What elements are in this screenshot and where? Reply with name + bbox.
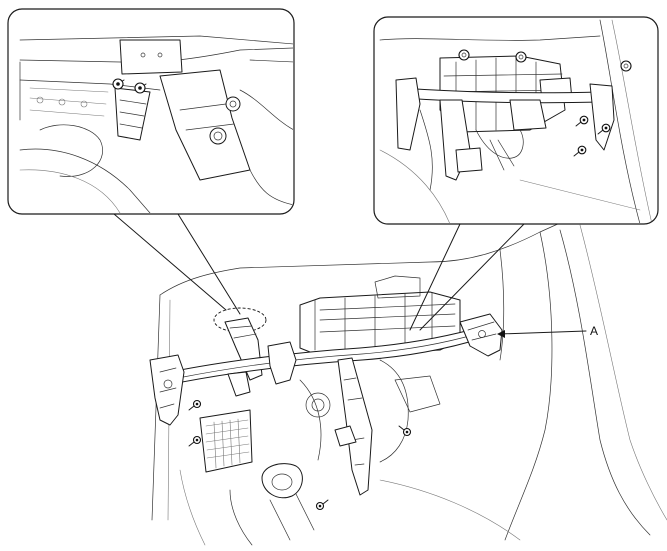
bolt-icon xyxy=(597,123,611,135)
bolt-icon xyxy=(398,425,412,437)
fuse-box xyxy=(199,409,253,473)
left-detail-inset xyxy=(7,8,295,215)
main-view xyxy=(149,195,667,546)
callout-label-a: A xyxy=(590,324,599,338)
bolt-icon xyxy=(315,499,329,511)
bolt-icon xyxy=(134,82,147,94)
leader-lines xyxy=(113,213,525,331)
bar-right-mount xyxy=(459,313,503,357)
bolt-icon xyxy=(112,78,125,90)
bolt-icon xyxy=(573,145,587,157)
clip-icon xyxy=(515,51,527,63)
bolt-icon xyxy=(575,115,589,127)
center-support xyxy=(337,357,373,496)
callout-a-leader xyxy=(497,330,587,338)
steering-column-base xyxy=(261,463,303,499)
bolt-icon xyxy=(188,435,202,447)
right-detail-inset xyxy=(373,16,659,225)
bolt-icon xyxy=(188,399,202,411)
clip-icon xyxy=(620,60,632,72)
clip-icon xyxy=(458,49,470,61)
